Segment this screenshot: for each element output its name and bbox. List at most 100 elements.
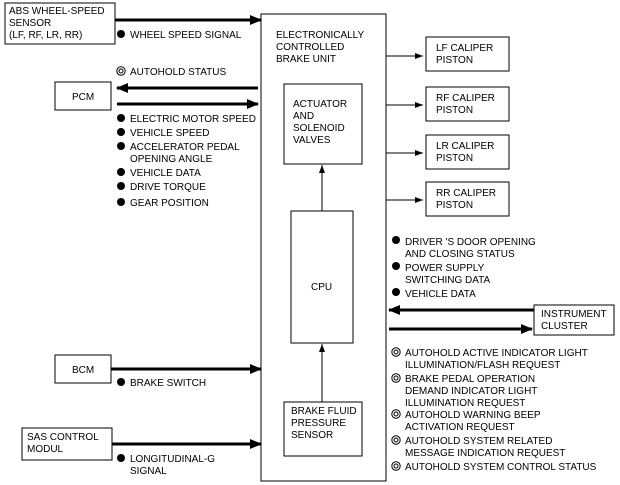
caliper-label-line: PISTON (436, 153, 473, 164)
input-signal-icon (117, 142, 125, 150)
ecbu-box (260, 13, 387, 482)
caliper-box (425, 134, 510, 170)
caliper-box (425, 181, 510, 217)
pcm-input-label: VEHICLE DATA (130, 168, 201, 179)
input-signal-icon (392, 236, 400, 244)
pcm-input-label: VEHICLE SPEED (130, 128, 209, 139)
actuator-label-line: AND (293, 111, 314, 122)
pcm-input-label-line: OPENING ANGLE (130, 154, 213, 165)
cluster-input-label-line: SWITCHING DATA (405, 275, 491, 286)
longitudinal-g-label-line: LONGITUDINAL-G (130, 454, 215, 465)
caliper-box (425, 36, 510, 72)
caliper-label-line: PISTON (436, 55, 473, 66)
ecbu-label-line: BRAKE UNIT (276, 54, 336, 65)
input-signal-icon (117, 114, 125, 122)
cluster-input-label: DRIVER 'S DOOR OPENING AND CLOSING STATU… (405, 237, 539, 260)
abs-sensor-label: ABS WHEEL-SPEED SENSOR (LF, RF, LR, RR) (9, 6, 107, 41)
cluster-input-label-line: POWER SUPPLY (405, 263, 485, 274)
output-signal-icon (116, 66, 126, 76)
cluster-output-label-line: ILLUMINATION/FLASH REQUEST (405, 360, 560, 371)
instrument-cluster-label-line: INSTRUMENT (541, 309, 606, 320)
ecbu-block: ELECTRONICALLY CONTROLLED BRAKE UNIT ACT… (260, 13, 387, 482)
caliper-label: LR CALIPER PISTON (436, 141, 497, 164)
abs-sensor-label-line: (LF, RF, LR, RR) (9, 30, 82, 41)
caliper-label: LF CALIPER PISTON (436, 43, 496, 66)
longitudinal-g-label-line: SIGNAL (130, 466, 167, 477)
bcm-label: BCM (72, 365, 94, 376)
ecbu-label-line: CONTROLLED (276, 42, 344, 53)
caliper-block: LF CALIPER PISTON RF CALIPER PISTON LR C… (386, 36, 510, 217)
actuator-label: ACTUATOR AND SOLENOID VALVES (293, 99, 350, 146)
sas-label-line: MODUL (27, 444, 64, 455)
instrument-cluster-label-line: CLUSTER (541, 321, 588, 332)
pressure-sensor-label: BRAKE FLUID PRESSURE SENSOR (291, 406, 359, 441)
cluster-output-label-line: DEMAND INDICATOR LIGHT (405, 386, 537, 397)
pcm-input-label: GEAR POSITION (130, 198, 209, 209)
caliper-label: RR CALIPER PISTON (436, 188, 499, 211)
pressure-sensor-box (283, 401, 363, 457)
pcm-input-label-line: ACCELERATOR PEDAL (130, 142, 240, 153)
cluster-output-signals: AUTOHOLD ACTIVE INDICATOR LIGHT ILLUMINA… (391, 347, 597, 473)
input-signal-icon (117, 182, 125, 190)
cluster-output-label-line: AUTOHOLD WARNING BEEP (405, 410, 541, 421)
cluster-output-label-line: ILLUMINATION REQUEST (405, 398, 525, 409)
caliper-label-line: LR CALIPER (436, 141, 494, 152)
sas-label: SAS CONTROL MODUL (27, 432, 101, 455)
wheel-speed-signal-label: WHEEL SPEED SIGNAL (130, 30, 242, 41)
cluster-output-label-line: BRAKE PEDAL OPERATION (405, 374, 535, 385)
pcm-input-label: ACCELERATOR PEDAL OPENING ANGLE (130, 142, 242, 165)
caliper-label-line: RR CALIPER (436, 188, 496, 199)
cluster-input-label-line: DRIVER 'S DOOR OPENING (405, 237, 536, 248)
cpu-box (290, 210, 354, 344)
output-signal-icon (391, 461, 401, 471)
actuator-box (283, 83, 363, 165)
ecbu-label-line: ELECTRONICALLY (276, 30, 365, 41)
sas-label-line: SAS CONTROL (27, 432, 99, 443)
cluster-output-label: AUTOHOLD SYSTEM RELATED MESSAGE INDICATI… (405, 436, 565, 459)
pcm-input-label: DRIVE TORQUE (130, 182, 206, 193)
output-signal-icon (391, 373, 401, 383)
autohold-status-label: AUTOHOLD STATUS (130, 67, 226, 78)
cpu-label: CPU (311, 282, 332, 293)
ecbu-label: ELECTRONICALLY CONTROLLED BRAKE UNIT (276, 30, 367, 65)
instrument-cluster-label: INSTRUMENT CLUSTER (541, 309, 609, 332)
pressure-sensor-label-line: BRAKE FLUID (291, 406, 357, 417)
pressure-sensor-label-line: SENSOR (291, 430, 333, 441)
bcm-block: BCM BRAKE SWITCH (54, 354, 262, 389)
input-signal-icon (117, 198, 125, 206)
caliper-label-line: PISTON (436, 105, 473, 116)
cluster-input-signals: DRIVER 'S DOOR OPENING AND CLOSING STATU… (392, 236, 539, 300)
cluster-output-label: AUTOHOLD ACTIVE INDICATOR LIGHT ILLUMINA… (405, 348, 590, 371)
input-signal-icon (117, 454, 125, 462)
pcm-input-label: ELECTRIC MOTOR SPEED (130, 114, 256, 125)
cluster-output-label: AUTOHOLD SYSTEM CONTROL STATUS (405, 462, 597, 473)
cluster-input-label: VEHICLE DATA (405, 289, 476, 300)
longitudinal-g-label: LONGITUDINAL-G SIGNAL (130, 454, 218, 477)
actuator-label-line: VALVES (293, 135, 331, 146)
input-signal-icon (117, 168, 125, 176)
cluster-output-label: AUTOHOLD WARNING BEEP ACTIVATION REQUEST (405, 410, 543, 433)
abs-sensor-label-line: ABS WHEEL-SPEED (9, 6, 105, 17)
cluster-input-label: POWER SUPPLY SWITCHING DATA (405, 263, 491, 286)
pcm-label: PCM (72, 92, 94, 103)
pcm-box (54, 81, 112, 111)
output-signal-icon (391, 409, 401, 419)
cluster-output-label-line: AUTOHOLD SYSTEM RELATED (405, 436, 552, 447)
cluster-output-label-line: AUTOHOLD ACTIVE INDICATOR LIGHT (405, 348, 588, 359)
output-signal-icon (391, 347, 401, 357)
cluster-output-label-line: MESSAGE INDICATION REQUEST (405, 448, 565, 459)
input-signal-icon (117, 378, 125, 386)
cluster-output-label: BRAKE PEDAL OPERATION DEMAND INDICATOR L… (405, 374, 540, 409)
output-signal-icon-inner (118, 68, 124, 74)
pcm-block: AUTOHOLD STATUS PCM ELECTRIC MOTOR SPEED… (54, 66, 259, 209)
abs-sensor-label-line: SENSOR (9, 18, 51, 29)
input-signal-icon (392, 288, 400, 296)
input-signal-icon (392, 262, 400, 270)
caliper-label-line: RF CALIPER (436, 93, 495, 104)
caliper-label-line: PISTON (436, 200, 473, 211)
pressure-sensor-label-line: PRESSURE (291, 418, 346, 429)
actuator-label-line: SOLENOID (293, 123, 345, 134)
abs-sensor-block: ABS WHEEL-SPEED SENSOR (LF, RF, LR, RR) … (4, 2, 262, 45)
input-signal-icon (117, 30, 125, 38)
